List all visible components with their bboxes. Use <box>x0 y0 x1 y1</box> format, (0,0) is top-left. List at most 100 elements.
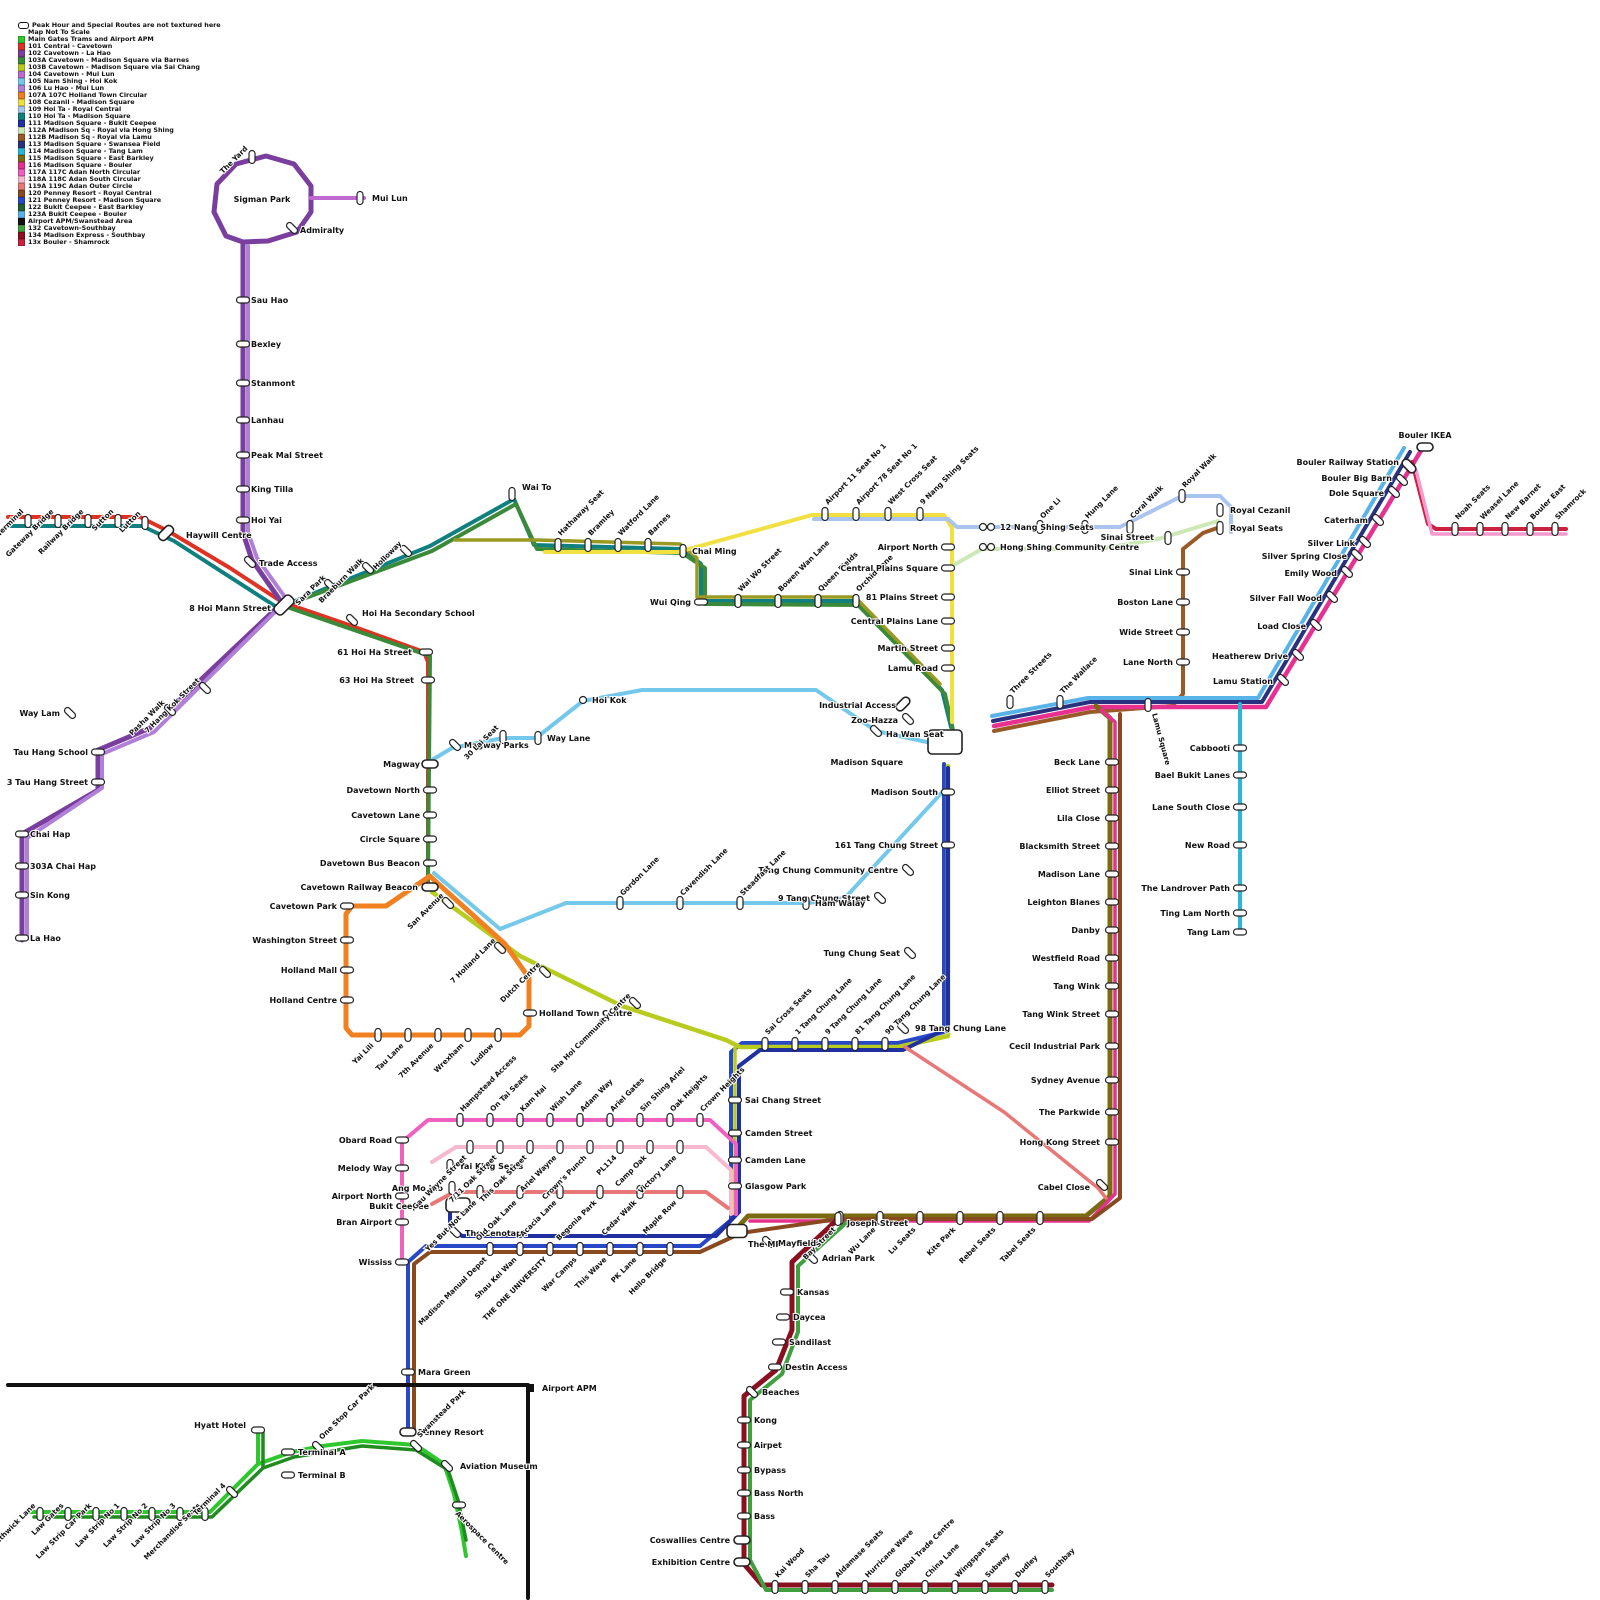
legend-swatch-icon <box>18 176 25 183</box>
station-label: Westfield Road <box>1032 954 1100 963</box>
station <box>940 593 956 601</box>
station <box>956 1210 964 1226</box>
station-label: Lu Seats <box>886 1225 917 1256</box>
legend-item-label: 106 Lu Hao - Mui Lun <box>28 84 105 93</box>
route-13x <box>1410 460 1568 531</box>
legend-swatch-icon <box>18 57 25 64</box>
station-label: Sha Hoi Community Centre <box>549 991 633 1075</box>
interchange-station <box>157 524 175 542</box>
station-label: Silver Link <box>1308 539 1356 548</box>
station-label: Danby <box>1071 926 1100 935</box>
legend-item-label: 103A Cavetown - Madison Square via Barne… <box>28 56 190 65</box>
station <box>486 1112 494 1128</box>
station-label: Wu Lane <box>846 1225 877 1256</box>
station-circle <box>978 522 988 532</box>
legend-item-label: 134 Madison Express - Southbay <box>28 231 146 240</box>
route-tram-3 <box>32 1430 265 1519</box>
legend-item-label: 112B Madison Sq - Royal via Lamu <box>28 133 152 142</box>
station-label: Ang Mo Kio <box>392 1184 444 1193</box>
station-label: Davetown North <box>346 786 420 795</box>
route-132 <box>748 1221 1054 1592</box>
interchange-station <box>445 1197 471 1213</box>
station-label: Aviation Museum <box>460 1462 538 1471</box>
station <box>1340 565 1354 579</box>
station-label: Royal Cezanil <box>1230 506 1291 515</box>
station <box>448 1180 456 1196</box>
station-label: Mui Lun <box>372 194 408 203</box>
station-label: Kite Park <box>925 1225 958 1258</box>
route-102 <box>19 239 285 943</box>
station <box>1551 521 1559 537</box>
station-label: 9 Nang Shing Seats <box>918 444 980 506</box>
legend-item-label: 104 Cavetown - Mui Lun <box>28 70 115 79</box>
station <box>14 934 30 942</box>
station-label: Way Lane <box>547 734 591 743</box>
station <box>508 486 516 502</box>
legend-item-label: 103B Cavetown - Madison Square via Sai C… <box>28 63 200 72</box>
station <box>940 564 956 572</box>
legend-item-label: 119A 119C Adan Outer Circle <box>28 182 133 191</box>
station-label: Sin Kong <box>30 891 70 900</box>
station-label: Subway <box>983 1551 1012 1580</box>
station-label: Central Plains Lane <box>851 617 939 626</box>
station-label: Coswallies Centre <box>650 1536 731 1545</box>
station <box>644 537 652 553</box>
station <box>727 1156 743 1164</box>
station-label: Airport APM <box>542 1384 597 1393</box>
route-123A <box>990 446 1406 718</box>
station-circle <box>978 542 988 552</box>
station-label: Hoi Kok <box>592 696 627 705</box>
station <box>736 1512 752 1520</box>
station <box>676 895 684 911</box>
station <box>1476 521 1484 537</box>
station <box>916 506 924 522</box>
legend-item: 118A 118C Adan South Circular <box>18 176 308 183</box>
station <box>1126 519 1134 535</box>
station-label: Beck Lane <box>1054 758 1101 767</box>
station-label: Hoi Ha Secondary School <box>362 609 475 618</box>
legend-item-label: 123A Bukit Ceepee - Bouler <box>28 210 127 219</box>
station-label: Three Streets <box>1008 650 1054 696</box>
station <box>696 1112 704 1128</box>
station-label: The Cenotaph <box>465 1229 528 1238</box>
station <box>120 1506 128 1522</box>
station-label: One Li <box>1038 496 1063 521</box>
station-label: New Road <box>1185 841 1230 850</box>
station <box>1395 473 1409 487</box>
station <box>235 451 251 459</box>
station <box>852 506 860 522</box>
station-label: Martin Street <box>877 644 938 653</box>
station-label: One Stop Car Park <box>317 1382 376 1441</box>
station <box>646 1139 654 1155</box>
station <box>1175 628 1191 636</box>
station <box>901 863 915 877</box>
station <box>596 1184 604 1200</box>
station <box>616 1139 624 1155</box>
legend-note: Map Not To Scale <box>28 28 90 37</box>
station <box>163 703 177 717</box>
route-105-loop <box>432 786 948 931</box>
legend-swatch-icon <box>18 204 25 211</box>
interchange-station <box>399 1427 417 1437</box>
station <box>1104 814 1120 822</box>
station <box>761 1036 769 1052</box>
station-label: Bael Bukit Lanes <box>1155 771 1231 780</box>
station-label: Obard Road <box>339 1136 392 1145</box>
legend-item-label: 120 Penney Resort - Royal Central <box>28 189 152 198</box>
legend-item-label: 116 Madison Square - Bouler <box>28 161 133 170</box>
station-label: Lamu Station <box>1213 677 1273 686</box>
legend-item: 113 Madison Square - Swansea Field <box>18 141 308 148</box>
station <box>235 416 251 424</box>
station <box>14 830 30 838</box>
station-label: Bouler IKEA <box>1398 431 1452 440</box>
station <box>434 1027 442 1043</box>
station <box>1036 519 1044 535</box>
station-label: Silver Fall Wood <box>1249 594 1322 603</box>
route-108 <box>543 513 954 724</box>
station-label: Rebel Seats <box>957 1225 997 1265</box>
station-label: Dudley <box>1013 1553 1040 1580</box>
station <box>235 296 251 304</box>
station <box>1232 884 1248 892</box>
station <box>339 936 355 944</box>
